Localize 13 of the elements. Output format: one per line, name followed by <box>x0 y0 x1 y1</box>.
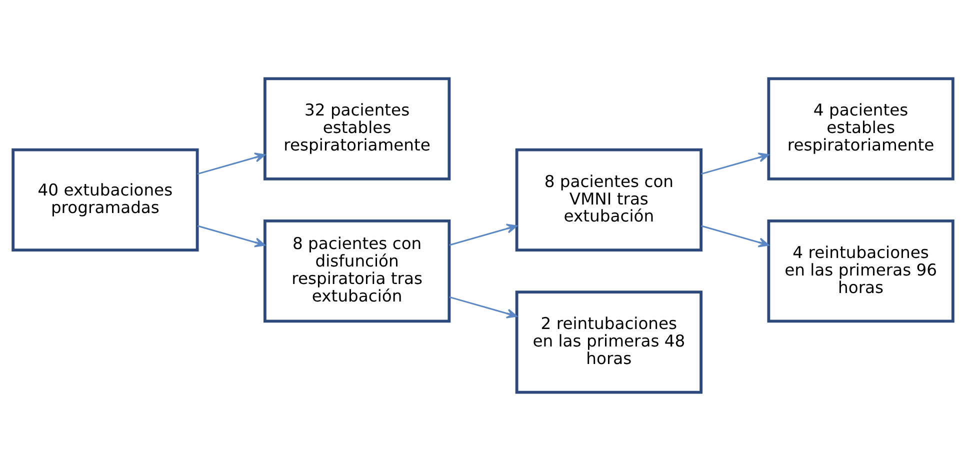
arrow <box>197 225 266 248</box>
node-box: 40 extubaciones programadas <box>12 148 199 252</box>
node-box: 8 pacientes con disfunción respiratoria tras extubación <box>263 219 451 323</box>
node-box: 32 pacientes estables respiratoriamente <box>263 77 451 180</box>
node-box: 8 pacientes con VMNI tras extubación <box>515 148 703 252</box>
arrow <box>449 296 518 318</box>
arrow <box>701 152 770 175</box>
node-box: 4 pacientes estables respiratoriamente <box>767 77 954 180</box>
arrow <box>197 152 266 175</box>
arrow <box>449 224 518 246</box>
arrow <box>701 225 770 248</box>
node-box: 2 reintubaciones en las primeras 48 horas <box>515 290 703 394</box>
node-box: 4 reintubaciones en las primeras 96 horas <box>767 219 954 323</box>
